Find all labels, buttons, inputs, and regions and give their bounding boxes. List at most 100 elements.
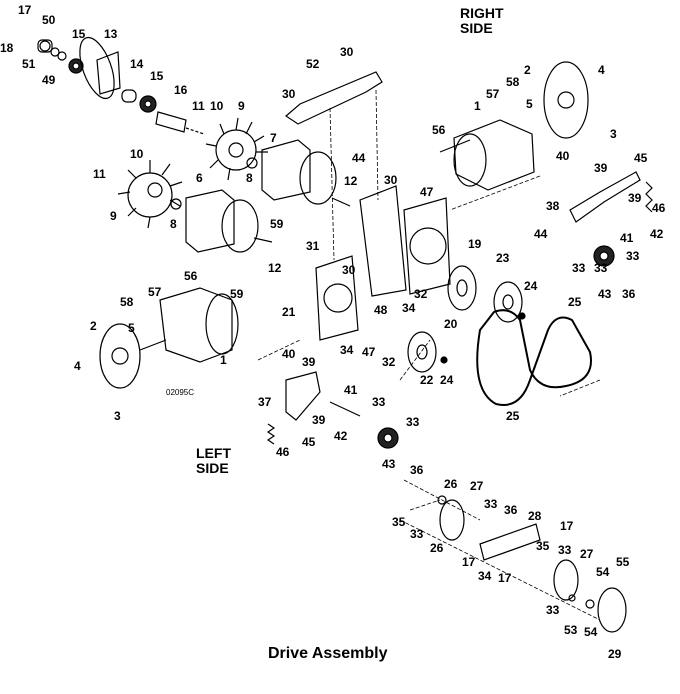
part-callout-33: 33 xyxy=(372,395,386,409)
part-callout-10: 10 xyxy=(210,99,224,113)
part-callout-39: 39 xyxy=(312,413,326,427)
right-idler-arm xyxy=(569,171,641,223)
part-callout-56: 56 xyxy=(432,123,446,137)
part-callout-12: 12 xyxy=(268,261,282,275)
part-callout-54: 54 xyxy=(596,565,610,579)
part-callout-40: 40 xyxy=(282,347,296,361)
part-callout-17: 17 xyxy=(560,519,574,533)
part-callout-41: 41 xyxy=(620,231,634,245)
part-callout-41: 41 xyxy=(344,383,358,397)
part-callout-36: 36 xyxy=(622,287,636,301)
part-callout-15: 15 xyxy=(150,69,164,83)
part-callout-6: 6 xyxy=(196,171,203,185)
part-callout-26: 26 xyxy=(430,541,444,555)
part-callout-13: 13 xyxy=(104,27,118,41)
part-callout-39: 39 xyxy=(302,355,316,369)
part-callout-43: 43 xyxy=(598,287,612,301)
part-callout-8: 8 xyxy=(170,217,177,231)
part-callout-5: 5 xyxy=(128,321,135,335)
part-callout-49: 49 xyxy=(42,73,56,87)
part-callout-33: 33 xyxy=(626,249,640,263)
part-callout-23: 23 xyxy=(496,251,510,265)
fan-upper xyxy=(205,117,268,181)
part-callout-17: 17 xyxy=(498,571,512,585)
mount-plate-left xyxy=(315,255,359,341)
part-callout-47: 47 xyxy=(420,185,434,199)
part-callout-42: 42 xyxy=(650,227,664,241)
part-callout-48: 48 xyxy=(374,303,388,317)
part-callout-32: 32 xyxy=(382,355,396,369)
part-callout-1: 1 xyxy=(220,353,227,367)
part-callout-2: 2 xyxy=(90,319,97,333)
part-callout-38: 38 xyxy=(546,199,560,213)
part-callout-16: 16 xyxy=(174,83,188,97)
part-callout-57: 57 xyxy=(486,87,500,101)
part-callout-33: 33 xyxy=(558,543,572,557)
part-callout-30: 30 xyxy=(282,87,296,101)
part-callout-40: 40 xyxy=(556,149,570,163)
part-callout-53: 53 xyxy=(564,623,578,637)
upper-shaft-parts xyxy=(37,36,205,135)
part-callout-15: 15 xyxy=(72,27,86,41)
part-callout-56: 56 xyxy=(184,269,198,283)
part-callout-11: 11 xyxy=(93,167,106,181)
part-callout-36: 36 xyxy=(504,503,518,517)
part-callout-24: 24 xyxy=(524,279,538,293)
part-callout-33: 33 xyxy=(410,527,424,541)
flange-assembly xyxy=(399,495,627,633)
part-callout-14: 14 xyxy=(130,57,144,71)
part-callout-28: 28 xyxy=(528,509,542,523)
fan-lower xyxy=(117,160,183,229)
part-callout-11: 11 xyxy=(192,99,205,113)
part-callout-18: 18 xyxy=(0,41,14,55)
part-callout-25: 25 xyxy=(506,409,520,423)
part-callout-35: 35 xyxy=(392,515,406,529)
left-idler-arm xyxy=(285,371,321,421)
part-callout-4: 4 xyxy=(74,359,81,373)
part-callout-33: 33 xyxy=(484,497,498,511)
part-callout-58: 58 xyxy=(120,295,134,309)
drive-belt xyxy=(476,309,592,406)
part-callout-33: 33 xyxy=(572,261,586,275)
part-callout-3: 3 xyxy=(610,127,617,141)
part-callout-42: 42 xyxy=(334,429,348,443)
part-callout-30: 30 xyxy=(384,173,398,187)
part-callout-7: 7 xyxy=(270,131,277,145)
part-callout-54: 54 xyxy=(584,625,598,639)
part-callout-47: 47 xyxy=(362,345,376,359)
top-shield xyxy=(285,71,383,125)
part-callout-32: 32 xyxy=(414,287,428,301)
part-callout-24: 24 xyxy=(440,373,454,387)
left-side-label-line1: LEFT xyxy=(196,445,231,461)
part-callout-4: 4 xyxy=(598,63,605,77)
gearbox-upper xyxy=(261,139,351,207)
part-callout-20: 20 xyxy=(444,317,458,331)
part-callout-10: 10 xyxy=(130,147,144,161)
part-callout-27: 27 xyxy=(470,479,484,493)
part-callout-3: 3 xyxy=(114,409,121,423)
part-callout-34: 34 xyxy=(340,343,354,357)
part-callout-59: 59 xyxy=(270,217,284,231)
part-callout-30: 30 xyxy=(340,45,354,59)
part-callout-25: 25 xyxy=(568,295,582,309)
mount-plate-right xyxy=(403,197,451,295)
part-callout-58: 58 xyxy=(506,75,520,89)
part-callout-26: 26 xyxy=(444,477,458,491)
part-callout-21: 21 xyxy=(282,305,296,319)
part-callout-43: 43 xyxy=(382,457,396,471)
right-side-label: RIGHT SIDE xyxy=(460,6,504,36)
right-side-label-line1: RIGHT xyxy=(460,5,504,21)
part-callout-1: 1 xyxy=(474,99,481,113)
part-callout-45: 45 xyxy=(634,151,648,165)
part-callout-12: 12 xyxy=(344,174,358,188)
part-callout-5: 5 xyxy=(526,97,533,111)
part-callout-52: 52 xyxy=(306,57,320,71)
part-callout-17: 17 xyxy=(462,555,476,569)
left-side-label: LEFT SIDE xyxy=(196,446,231,476)
part-callout-33: 33 xyxy=(546,603,560,617)
part-callout-9: 9 xyxy=(238,99,245,113)
part-callout-22: 22 xyxy=(420,373,434,387)
part-callout-36: 36 xyxy=(410,463,424,477)
